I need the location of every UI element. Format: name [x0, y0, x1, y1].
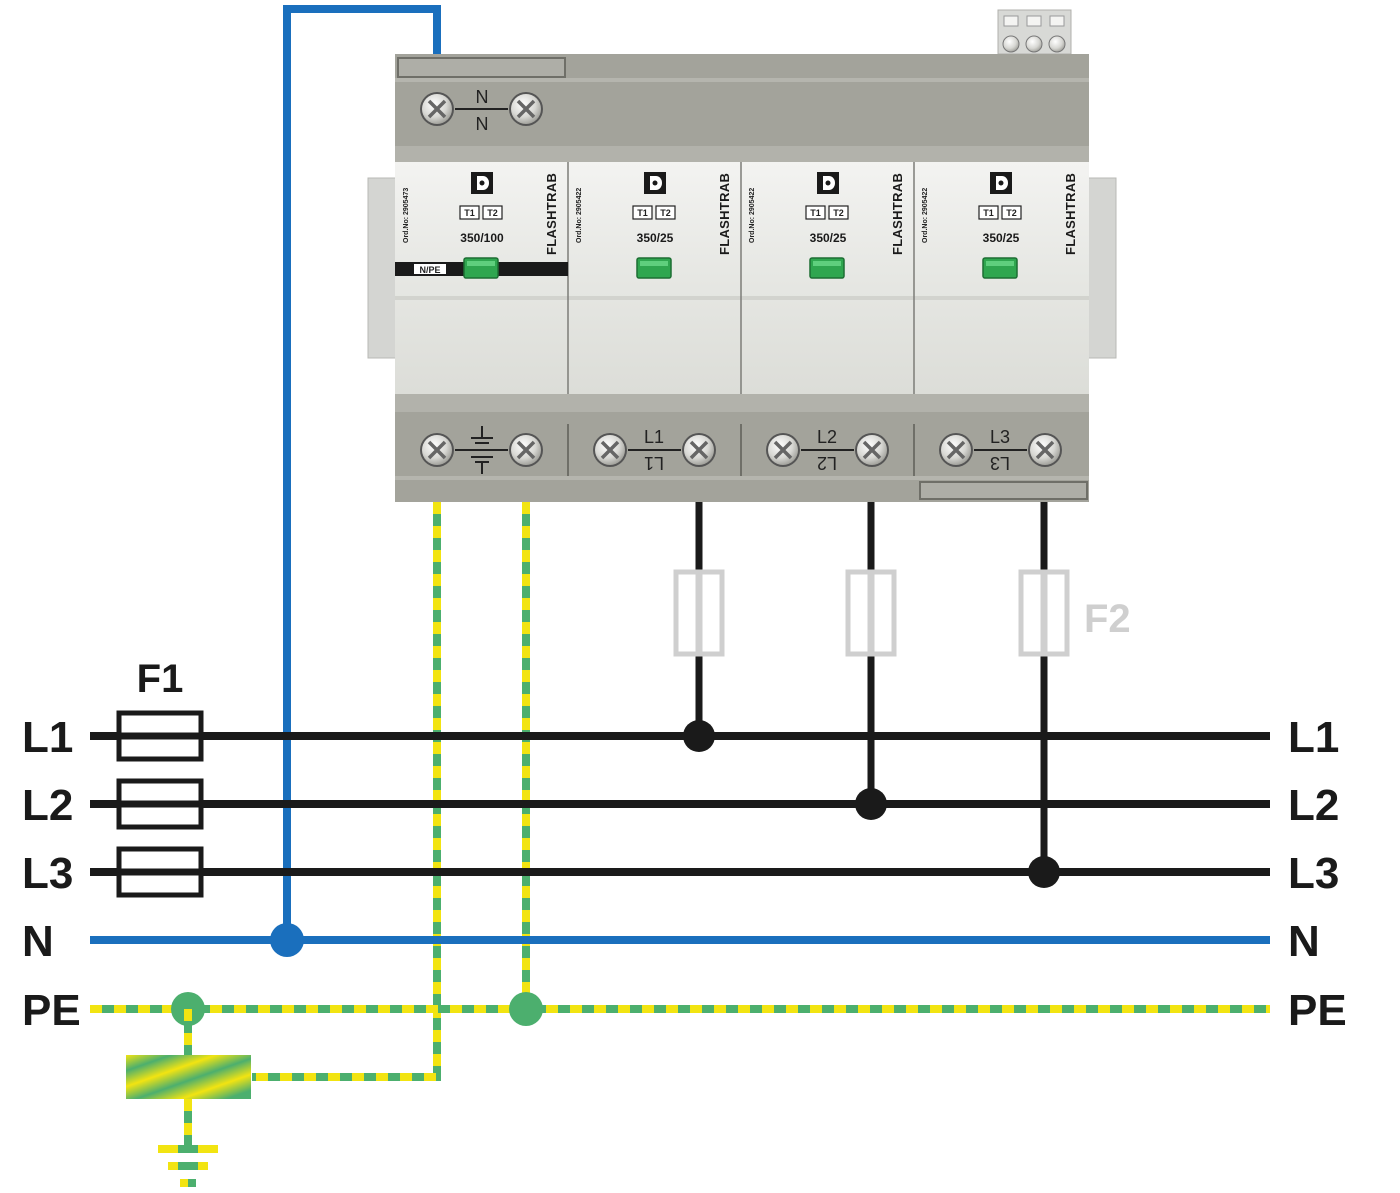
din-rail-right — [1087, 177, 1117, 359]
terminal-lower-label: L3 — [990, 453, 1010, 473]
spd-module-2: Ord.No: 2905422 FLASHTRAB T1 T2 350/25 — [576, 172, 732, 279]
terminal-n[interactable]: N N — [418, 87, 545, 134]
ground-symbol-icon — [471, 426, 493, 474]
fuse-f1-l1 — [116, 710, 204, 762]
class-badge — [805, 205, 826, 220]
module-order-number: Ord.No: 2905422 — [922, 188, 929, 243]
bus-label-right-3: N — [1288, 917, 1320, 966]
class-badge — [1001, 205, 1022, 220]
module-brand: FLASHTRAB — [717, 173, 732, 255]
module-rating: 350/100 — [460, 231, 504, 245]
module-brand: FLASHTRAB — [1063, 173, 1078, 255]
class-badge-label: T2 — [660, 208, 671, 218]
bus-label-left-4: PE — [22, 986, 81, 1035]
terminal-upper-label: L1 — [644, 427, 664, 447]
module-brand: FLASHTRAB — [544, 173, 559, 255]
class-badge-label: T1 — [810, 208, 821, 218]
junction-l1 — [683, 720, 715, 752]
neutral-wire — [283, 5, 441, 940]
module-order-number: Ord.No: 2905422 — [576, 188, 583, 243]
terminal-pe[interactable] — [418, 426, 545, 474]
class-badge-label: T2 — [1006, 208, 1017, 218]
fuse-f2-label: F2 — [1084, 597, 1131, 641]
terminal-n-upper: N — [476, 87, 489, 107]
junction-n — [270, 923, 304, 957]
module-rating: 350/25 — [810, 231, 847, 245]
bus-label-left-2: L3 — [22, 849, 73, 898]
terminal-upper-label: L3 — [990, 427, 1010, 447]
module-rating: 350/25 — [983, 231, 1020, 245]
module-order-number: Ord.No: 2905422 — [749, 188, 756, 243]
class-badge — [655, 205, 676, 220]
module-rating: 350/25 — [637, 231, 674, 245]
bottom-label-slot — [919, 481, 1088, 500]
class-badge — [632, 205, 653, 220]
module-face-band — [395, 162, 1089, 394]
class-badge — [482, 205, 503, 220]
wiring — [90, 5, 1270, 1187]
class-badge-label: T2 — [833, 208, 844, 218]
junction-pe-right — [509, 992, 543, 1026]
module-order-number: Ord.No: 2905473 — [403, 188, 410, 243]
manufacturer-logo-icon — [471, 172, 493, 194]
bus-label-right-1: L2 — [1288, 781, 1339, 830]
terminal-lower-label: L2 — [817, 453, 837, 473]
class-badge-label: T2 — [487, 208, 498, 218]
fuse-f1-label: F1 — [137, 657, 184, 701]
manufacturer-logo-icon — [990, 172, 1012, 194]
fuse-f2-l1 — [673, 569, 725, 657]
junction-l3 — [1028, 856, 1060, 888]
terminal-n-lower: N — [476, 114, 489, 134]
din-rail-left — [367, 177, 397, 359]
bus-label-left-0: L1 — [22, 713, 73, 762]
class-badge-label: T1 — [983, 208, 994, 218]
remote-signal-connector[interactable] — [997, 9, 1072, 55]
top-label-slot — [397, 57, 566, 78]
equipotential-bar — [126, 1055, 251, 1099]
pe-wire-left — [252, 502, 441, 1081]
fuse-f1-l2 — [116, 778, 204, 830]
manufacturer-logo-icon — [644, 172, 666, 194]
earth-ground-icon — [158, 1145, 218, 1187]
fuse-f2-l3 — [1018, 569, 1070, 657]
bus-label-right-0: L1 — [1288, 713, 1339, 762]
terminal-upper-label: L2 — [817, 427, 837, 447]
fuse-f2-l2 — [845, 569, 897, 657]
spd-module-4: Ord.No: 2905422 FLASHTRAB T1 T2 350/25 — [922, 172, 1078, 279]
bus-label-right-4: PE — [1288, 986, 1347, 1035]
class-badge — [828, 205, 849, 220]
manufacturer-logo-icon — [817, 172, 839, 194]
module-brand: FLASHTRAB — [890, 173, 905, 255]
junction-l2 — [855, 788, 887, 820]
fuse-f1-l3 — [116, 846, 204, 898]
terminal-lower-label: L1 — [644, 453, 664, 473]
bus-label-left-3: N — [22, 917, 54, 966]
class-badge-label: T1 — [637, 208, 648, 218]
bus-label-left-1: L2 — [22, 781, 73, 830]
spd-module-3: Ord.No: 2905422 FLASHTRAB T1 T2 350/25 — [749, 172, 905, 279]
class-badge — [459, 205, 480, 220]
class-badge — [978, 205, 999, 220]
np-strip-label: N/PE — [419, 265, 440, 275]
class-badge-label: T1 — [464, 208, 475, 218]
bus-label-right-2: L3 — [1288, 849, 1339, 898]
